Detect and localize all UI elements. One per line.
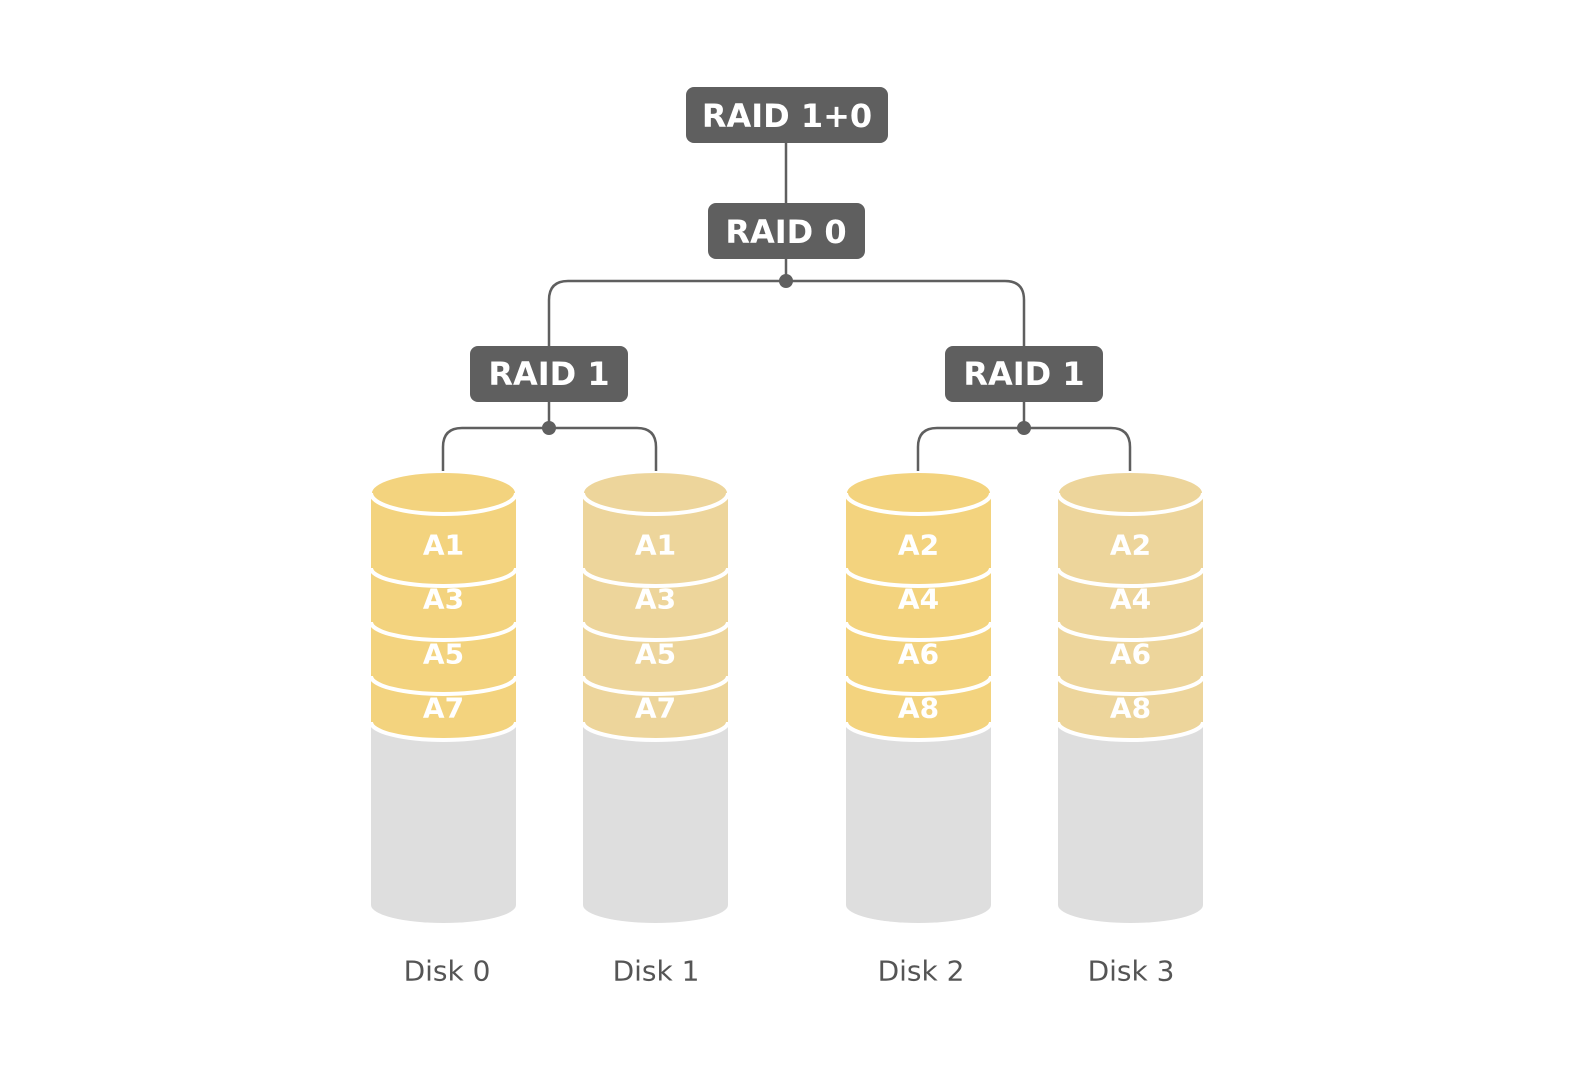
disk-3: A8 A6 A4 A2 Disk 3 <box>1056 471 1205 988</box>
disk-0: A7 A5 A3 A1 Disk 0 <box>369 471 518 988</box>
right-raid1-to-disk2-connector <box>916 426 1024 492</box>
raid0-to-right-raid1-connector <box>786 279 1026 346</box>
disk-1-block-a7: A7 <box>581 674 730 742</box>
disk-2: A8 A6 A4 A2 Disk 2 <box>844 471 993 988</box>
disk-1-block-a1-label: A1 <box>635 529 676 562</box>
disk-2-label: Disk 2 <box>878 955 965 988</box>
disk-1-empty-area <box>583 720 728 923</box>
disk-3-block-a2: A2 <box>1056 471 1205 568</box>
raid-0-label: RAID 0 <box>725 213 846 251</box>
disk-1-block-a3-label: A3 <box>635 583 676 616</box>
junction-dots <box>542 274 1031 435</box>
raid-1-right-label: RAID 1 <box>963 355 1084 393</box>
raid-1-0-box: RAID 1+0 <box>686 87 888 143</box>
disk-1-block-a7-label: A7 <box>635 692 676 725</box>
disk-0-label: Disk 0 <box>404 955 491 988</box>
disk-0-empty-area <box>371 720 516 923</box>
left-raid1-junction-dot <box>542 421 556 435</box>
disk-2-block-a2-label: A2 <box>898 529 939 562</box>
disk-2-block-a8-label: A8 <box>898 692 939 725</box>
disk-3-block-a8: A8 <box>1056 674 1205 742</box>
disk-2-block-a6: A6 <box>844 620 993 676</box>
raid-1-left-label: RAID 1 <box>488 355 609 393</box>
disk-3-block-a4: A4 <box>1056 566 1205 622</box>
disk-0-block-a5-label: A5 <box>423 638 464 671</box>
disk-1-block-a1: A1 <box>581 471 730 568</box>
disk-0-block-a1-label: A1 <box>423 529 464 562</box>
raid-1-0-label: RAID 1+0 <box>702 97 872 135</box>
disk-3-label: Disk 3 <box>1088 955 1175 988</box>
disk-3-block-a6: A6 <box>1056 620 1205 676</box>
raid-1-right-box: RAID 1 <box>945 346 1103 402</box>
raid0-junction-dot <box>779 274 793 288</box>
disk-2-block-a4: A4 <box>844 566 993 622</box>
right-raid1-to-disk3-connector <box>1024 426 1132 492</box>
raid-0-box: RAID 0 <box>708 203 865 259</box>
disk-1-block-a3: A3 <box>581 566 730 622</box>
disk-0-block-a7-label: A7 <box>423 692 464 725</box>
disk-0-block-a3-label: A3 <box>423 583 464 616</box>
disk-0-block-a7: A7 <box>369 674 518 742</box>
left-raid1-to-disk0-connector <box>441 426 549 492</box>
disk-2-block-a2: A2 <box>844 471 993 568</box>
disk-0-block-a1: A1 <box>369 471 518 568</box>
disk-3-block-a2-label: A2 <box>1110 529 1151 562</box>
disk-0-block-a5: A5 <box>369 620 518 676</box>
disk-1-block-a5-label: A5 <box>635 638 676 671</box>
disk-0-block-a3: A3 <box>369 566 518 622</box>
raid-1-left-box: RAID 1 <box>470 346 628 402</box>
disk-2-empty-area <box>846 720 991 923</box>
disk-3-block-a8-label: A8 <box>1110 692 1151 725</box>
disk-2-block-a4-label: A4 <box>898 583 939 616</box>
disk-1-block-a5: A5 <box>581 620 730 676</box>
connectors <box>441 143 1132 492</box>
disk-3-block-a4-label: A4 <box>1110 583 1151 616</box>
disk-1: A7 A5 A3 A1 Disk 1 <box>581 471 730 988</box>
disk-2-block-a6-label: A6 <box>898 638 939 671</box>
disk-3-block-a6-label: A6 <box>1110 638 1151 671</box>
left-raid1-to-disk1-connector <box>549 426 658 492</box>
right-raid1-junction-dot <box>1017 421 1031 435</box>
disk-3-empty-area <box>1058 720 1203 923</box>
disk-1-label: Disk 1 <box>613 955 700 988</box>
raid0-to-left-raid1-connector <box>547 279 786 346</box>
disk-2-block-a8: A8 <box>844 674 993 742</box>
